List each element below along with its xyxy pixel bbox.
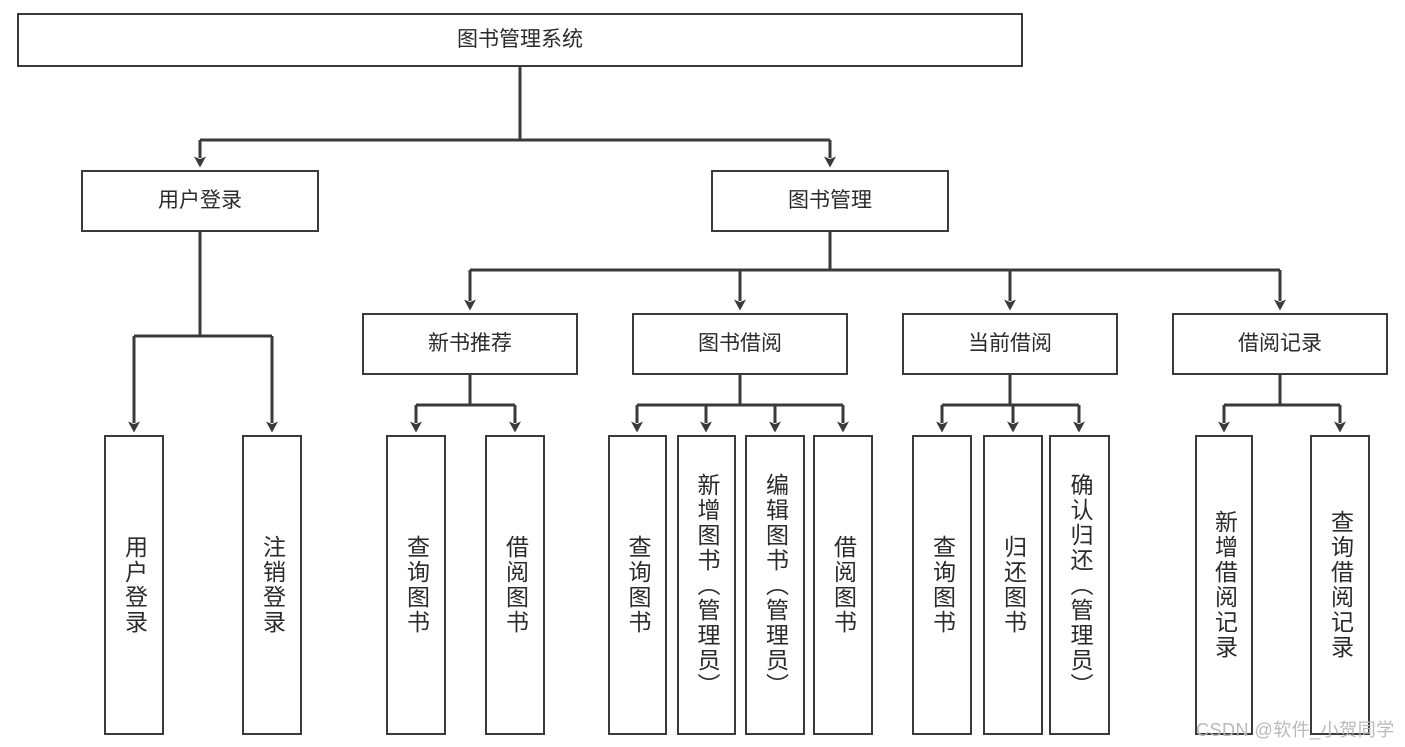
node-label: 用户登录 [121,535,148,635]
node-leaf-borrow-book[interactable]: 借阅图书 [813,435,873,735]
node-leaf-query-borrow-record[interactable]: 查询借阅记录 [1310,435,1370,735]
node-label: 用户登录 [158,188,242,212]
node-label: 图书借阅 [698,331,782,355]
node-leaf-user-logout[interactable]: 注销登录 [242,435,302,735]
node-label: 查询图书 [403,535,430,635]
node-leaf-user-login[interactable]: 用户登录 [104,435,164,735]
node-root-system[interactable]: 图书管理系统 [17,13,1023,67]
node-current-borrow[interactable]: 当前借阅 [902,313,1118,375]
node-label: 归还图书 [1000,535,1027,635]
node-label: 借阅图书 [502,535,529,635]
node-leaf-borrow-book-rec[interactable]: 借阅图书 [485,435,545,735]
node-leaf-query-book-borrow[interactable]: 查询图书 [608,435,667,735]
node-label: 查询图书 [929,535,956,635]
node-label: 查询借阅记录 [1327,510,1354,660]
watermark: CSDN @软件_小贺同学 [1196,720,1395,740]
node-label: 确认归还（管理员） [1067,472,1093,698]
node-leaf-confirm-return-admin[interactable]: 确认归还（管理员） [1049,435,1110,735]
node-label: 图书管理 [788,188,872,212]
node-new-book-recommend[interactable]: 新书推荐 [362,313,578,375]
node-leaf-return-book[interactable]: 归还图书 [983,435,1043,735]
node-label: 编辑图书（管理员） [762,472,789,698]
node-leaf-query-book-rec[interactable]: 查询图书 [386,435,446,735]
node-book-manage[interactable]: 图书管理 [711,170,949,232]
node-label: 当前借阅 [968,331,1052,355]
node-book-borrow[interactable]: 图书借阅 [632,313,848,375]
node-leaf-add-borrow-record[interactable]: 新增借阅记录 [1195,435,1253,735]
node-leaf-query-book-current[interactable]: 查询图书 [912,435,972,735]
node-label: 查询图书 [625,535,651,635]
node-label: 借阅记录 [1238,331,1322,355]
node-leaf-edit-book-admin[interactable]: 编辑图书（管理员） [745,435,805,735]
node-label: 新增图书（管理员） [694,472,720,698]
node-label: 新书推荐 [428,331,512,355]
node-leaf-add-book-admin[interactable]: 新增图书（管理员） [677,435,736,735]
node-borrow-record[interactable]: 借阅记录 [1172,313,1388,375]
node-label: 注销登录 [259,535,286,635]
node-label: 新增借阅记录 [1211,510,1238,660]
node-label: 借阅图书 [830,535,857,635]
node-label: 图书管理系统 [457,27,583,51]
node-user-login[interactable]: 用户登录 [81,170,319,232]
